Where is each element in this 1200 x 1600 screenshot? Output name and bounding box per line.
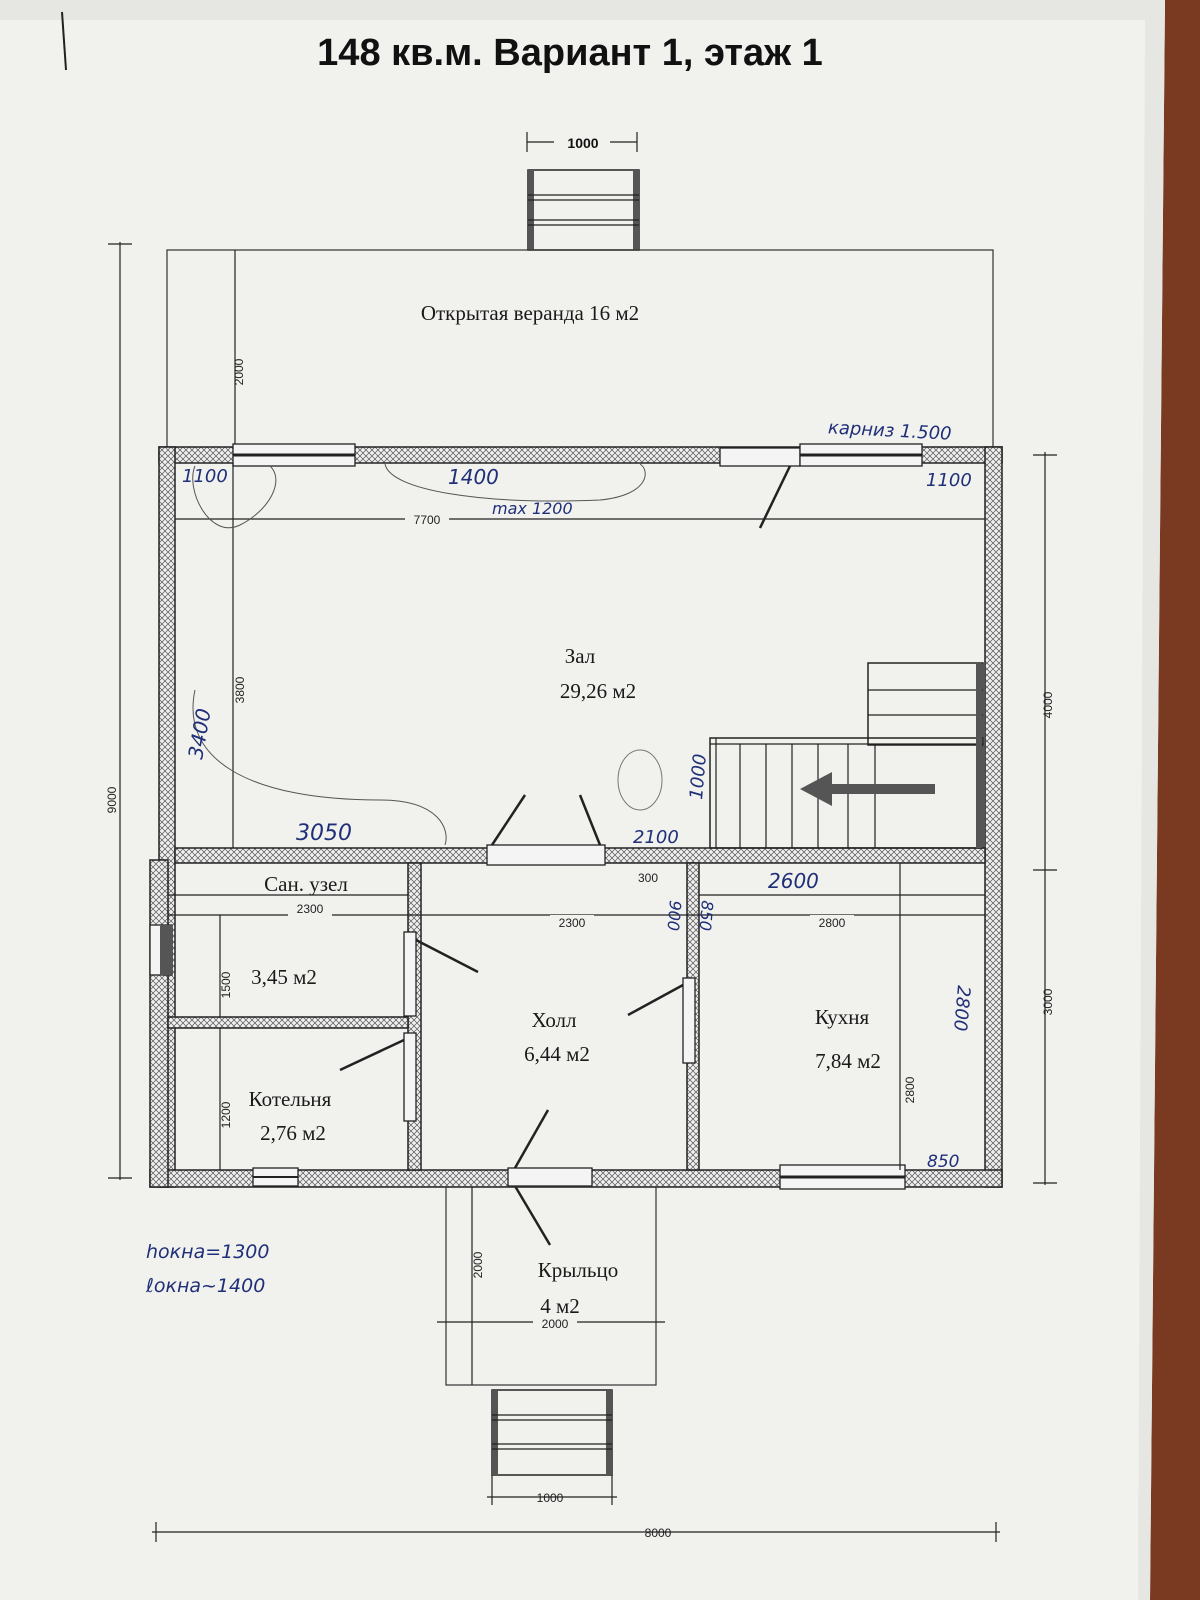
dim-bath-width: 2300 bbox=[297, 902, 324, 916]
dim-left-total-line: 9000 bbox=[105, 242, 132, 1180]
veranda-label: Открытая веранда 16 м2 bbox=[421, 301, 639, 325]
porch-name: Крыльцо bbox=[538, 1258, 618, 1282]
note-850a: 850 bbox=[695, 900, 717, 932]
doors bbox=[339, 465, 792, 1246]
dim-kitchen-width: 2800 bbox=[819, 916, 846, 930]
page-title: 148 кв.м. Вариант 1, этаж 1 bbox=[317, 32, 823, 74]
dim-boiler-depth: 1200 bbox=[219, 1101, 233, 1128]
bottom-stair: 1000 bbox=[487, 1389, 617, 1505]
margin-mark bbox=[61, 11, 67, 71]
note-1400: 1400 bbox=[448, 465, 499, 489]
dim-hall-width: 7700 bbox=[414, 513, 441, 527]
dim-lobby-width: 2300 bbox=[559, 916, 586, 930]
dim-total-width: 8000 bbox=[645, 1526, 672, 1540]
dim-bath-depth: 1500 bbox=[219, 971, 233, 998]
hall-name: Зал bbox=[565, 644, 596, 668]
dim-right-bottom: 3000 bbox=[1041, 988, 1055, 1015]
dim-bottom-stair: 1000 bbox=[537, 1491, 564, 1505]
dim-top-stair: 1000 bbox=[567, 135, 598, 151]
dim-hall-depth: 3800 bbox=[233, 676, 247, 703]
note-left-1100: 1100 bbox=[182, 466, 228, 487]
hall-area: 29,26 м2 bbox=[560, 679, 636, 703]
dim-total-width-line: 8000 bbox=[152, 1522, 1000, 1542]
note-max-1200: max 1200 bbox=[492, 499, 573, 518]
dim-right-top: 4000 bbox=[1041, 691, 1055, 718]
dim-porch-width: 2000 bbox=[542, 1317, 569, 1331]
lobby-area: 6,44 м2 bbox=[524, 1042, 590, 1066]
dim-left-total: 9000 bbox=[105, 786, 119, 813]
note-right-1100: 1100 bbox=[926, 470, 972, 491]
note-2800: 2800 bbox=[949, 985, 974, 1032]
note-2600: 2600 bbox=[768, 869, 819, 893]
note-1000: 1000 bbox=[686, 753, 711, 800]
note-window-height: hокна=1300 bbox=[146, 1241, 269, 1263]
boiler-area: 2,76 м2 bbox=[260, 1121, 326, 1145]
interior-staircase bbox=[709, 662, 984, 849]
dim-porch-depth: 2000 bbox=[471, 1251, 485, 1278]
porch-area: 4 м2 bbox=[540, 1294, 580, 1318]
windows bbox=[149, 443, 923, 1190]
kitchen-area: 7,84 м2 bbox=[815, 1049, 881, 1073]
rooms-dims: 2300 2300 2800 1500 1200 2800 300 bbox=[168, 863, 985, 1170]
note-3050: 3050 bbox=[296, 821, 352, 846]
stair-arrow bbox=[800, 772, 935, 806]
dim-veranda-depth: 2000 bbox=[232, 358, 246, 385]
porch: 2000 2000 Крыльцо 4 м2 bbox=[437, 1186, 665, 1386]
dim-right-line: 4000 3000 bbox=[1033, 452, 1057, 1185]
note-window-length: ℓокна~1400 bbox=[145, 1275, 265, 1297]
note-2100: 2100 bbox=[633, 827, 679, 848]
boiler-name: Котельня bbox=[249, 1087, 332, 1111]
lobby-name: Холл bbox=[531, 1008, 576, 1032]
kitchen-name: Кухня bbox=[815, 1005, 870, 1029]
dim-partition-300: 300 bbox=[638, 871, 658, 885]
dim-kitchen-depth: 2800 bbox=[903, 1076, 917, 1103]
handwritten-notes: карниз 1.500 1100 1100 1400 max 1200 340… bbox=[145, 417, 974, 1297]
bath-name: Сан. узел bbox=[264, 872, 348, 896]
note-850b: 850 bbox=[927, 1152, 959, 1172]
bath-area: 3,45 м2 bbox=[251, 965, 317, 989]
note-900: 900 bbox=[663, 900, 685, 932]
